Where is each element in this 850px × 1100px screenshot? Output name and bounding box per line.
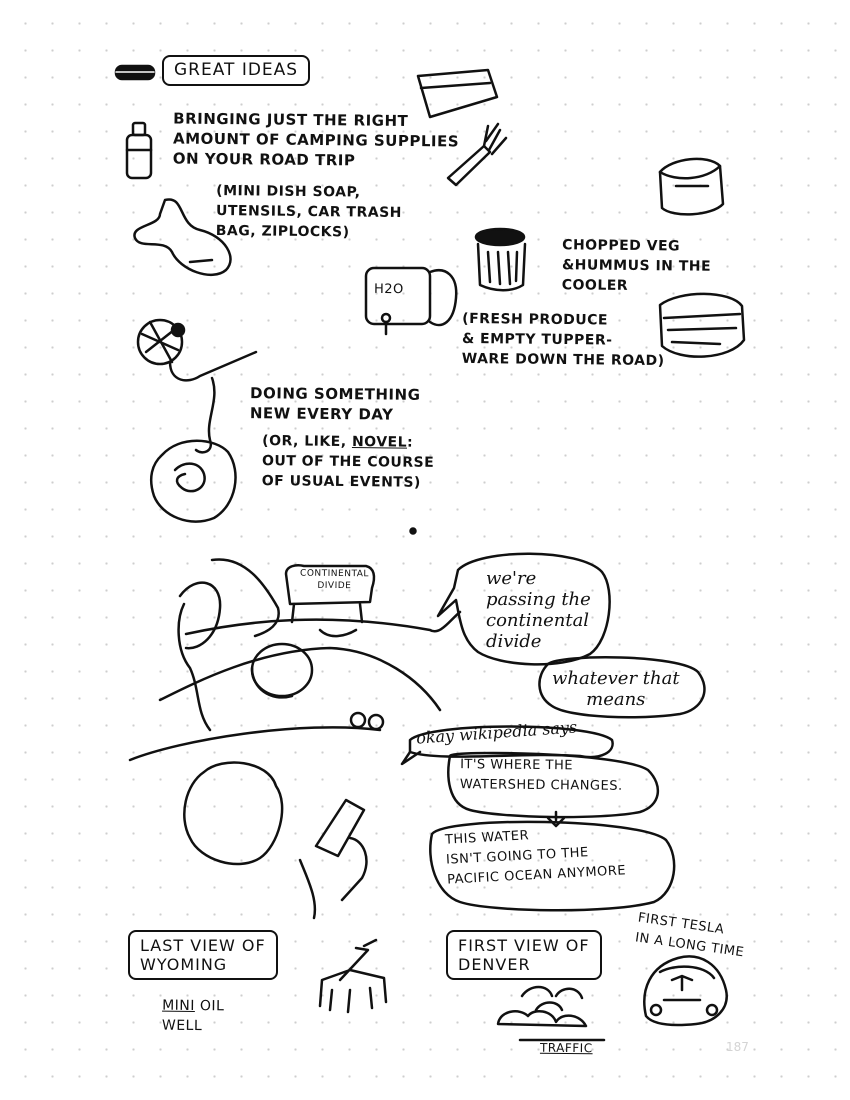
speech-bubble-watershed: IT'S WHERE THE WATERSHED CHANGES. [459, 757, 623, 794]
chopped-veg-note: (FRESH PRODUCE & EMPTY TUPPER- WARE DOWN… [461, 310, 665, 370]
scribble-tab-icon [114, 64, 156, 81]
trash-bag-icon [133, 198, 232, 276]
glass-jar-icon [658, 157, 725, 216]
passenger-with-phone-icon [183, 761, 368, 920]
idea-something-new: DOING SOMETHING NEW EVERY DAY [249, 384, 421, 424]
page-number: 187 [726, 1040, 749, 1054]
tupperware-icon [658, 292, 746, 358]
yarn-crochet-icon [136, 318, 258, 523]
speech-bubble-passing-divide: we're passing the continental divide [486, 568, 591, 652]
soap-bottle-icon [125, 121, 153, 180]
dot-mark [409, 527, 417, 535]
car-scene-icon [128, 558, 462, 762]
oil-well-caption: MINI OIL WELL [162, 996, 225, 1037]
fork-icon [446, 122, 508, 187]
novel-word: NOVEL [351, 434, 408, 451]
camping-supplies-note: (MINI DISH SOAP, UTENSILS, CAR TRASH BAG… [215, 183, 403, 241]
idea-camping-supplies: BRINGING JUST THE RIGHT AMOUNT OF CAMPIN… [172, 109, 460, 170]
pickle-jar-icon [474, 227, 527, 292]
oil-well-icon [318, 938, 388, 1014]
idea-chopped-veg: CHOPPED VEG &HUMMUS IN THE COOLER [561, 237, 712, 294]
traffic-caption: TRAFFIC [539, 1040, 593, 1056]
note-intro: (OR, LIKE, [262, 433, 353, 451]
traffic-icon [496, 985, 606, 1042]
something-new-note: (OR, LIKE, NOVEL: OUT OF THE COURSE OF U… [262, 431, 435, 493]
continental-divide-sign: CONTINENTAL DIVIDE [300, 568, 369, 592]
speech-bubble-whatever: whatever that means [552, 668, 680, 710]
ziplock-bag-icon [416, 68, 499, 119]
tesla-car-icon [643, 955, 728, 1027]
label-first-view-denver: FIRST VIEW OF DENVER [446, 930, 602, 980]
mini-word: MINI [162, 997, 196, 1015]
label-last-view-wyoming: LAST VIEW OF WYOMING [128, 930, 278, 980]
water-jug-icon [364, 266, 458, 336]
water-jug-label: H2O [373, 281, 404, 298]
page-title: GREAT IDEAS [162, 55, 311, 86]
speech-bubbles [400, 552, 706, 912]
speech-bubble-pacific: THIS WATER ISN'T GOING TO THE PACIFIC OC… [444, 828, 627, 888]
